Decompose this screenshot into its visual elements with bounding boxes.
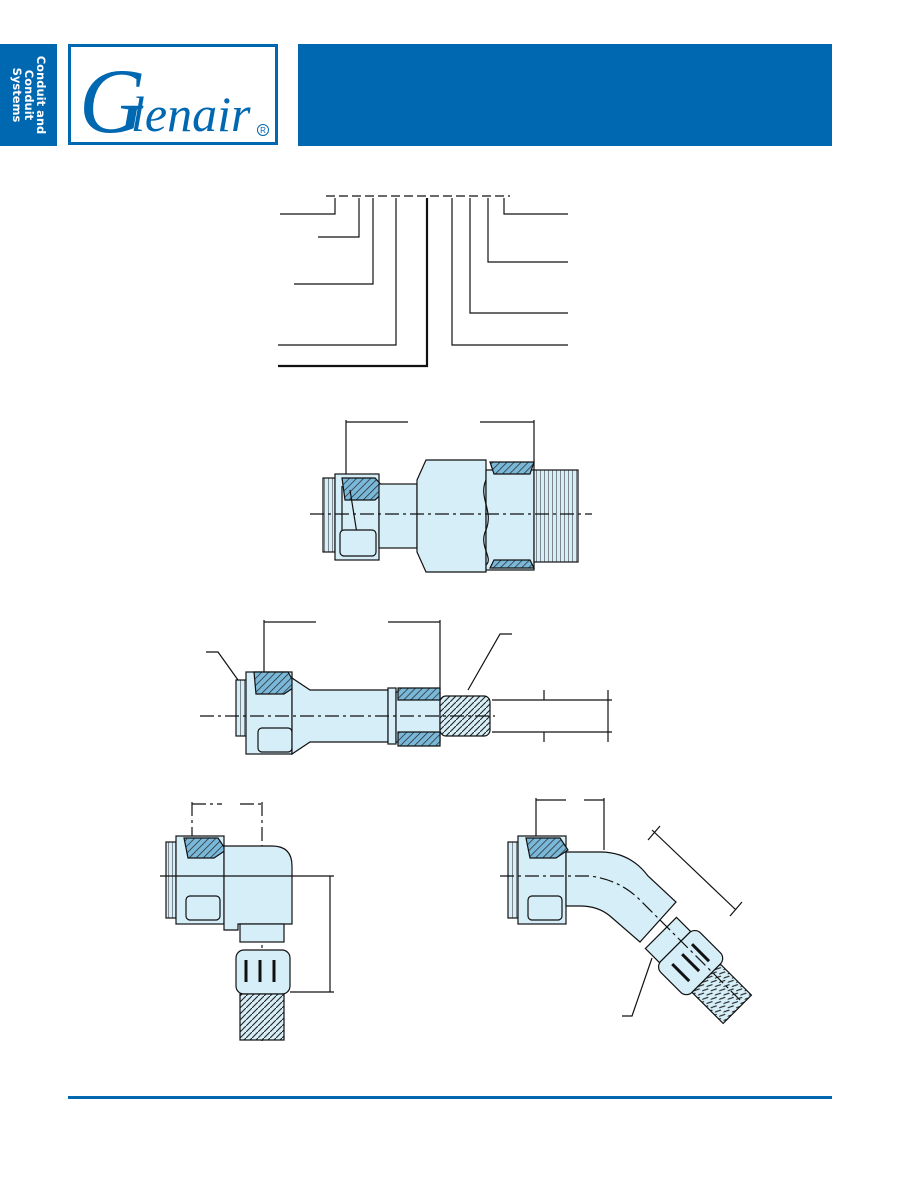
registered-mark: R [260,126,266,135]
figure-straight-fitting [310,420,592,573]
figure-45-degree-elbow [500,798,753,1025]
logo-inner: G lenair R [71,47,275,142]
figure-straight-tubing-fitting [200,620,612,756]
figure-90-degree-elbow [160,802,334,1044]
header-bar [298,44,832,146]
part-number-callout [278,195,568,368]
logo-rest: lenair [131,86,251,142]
logo-initial: G [79,50,145,142]
logo-wordmark: G lenair R [79,50,269,142]
glenair-logo: G lenair R [68,44,278,145]
footer-rule [68,1096,832,1099]
registered-mark-circle [257,124,269,136]
side-tab: Conduit and Conduit Systems [0,44,57,146]
